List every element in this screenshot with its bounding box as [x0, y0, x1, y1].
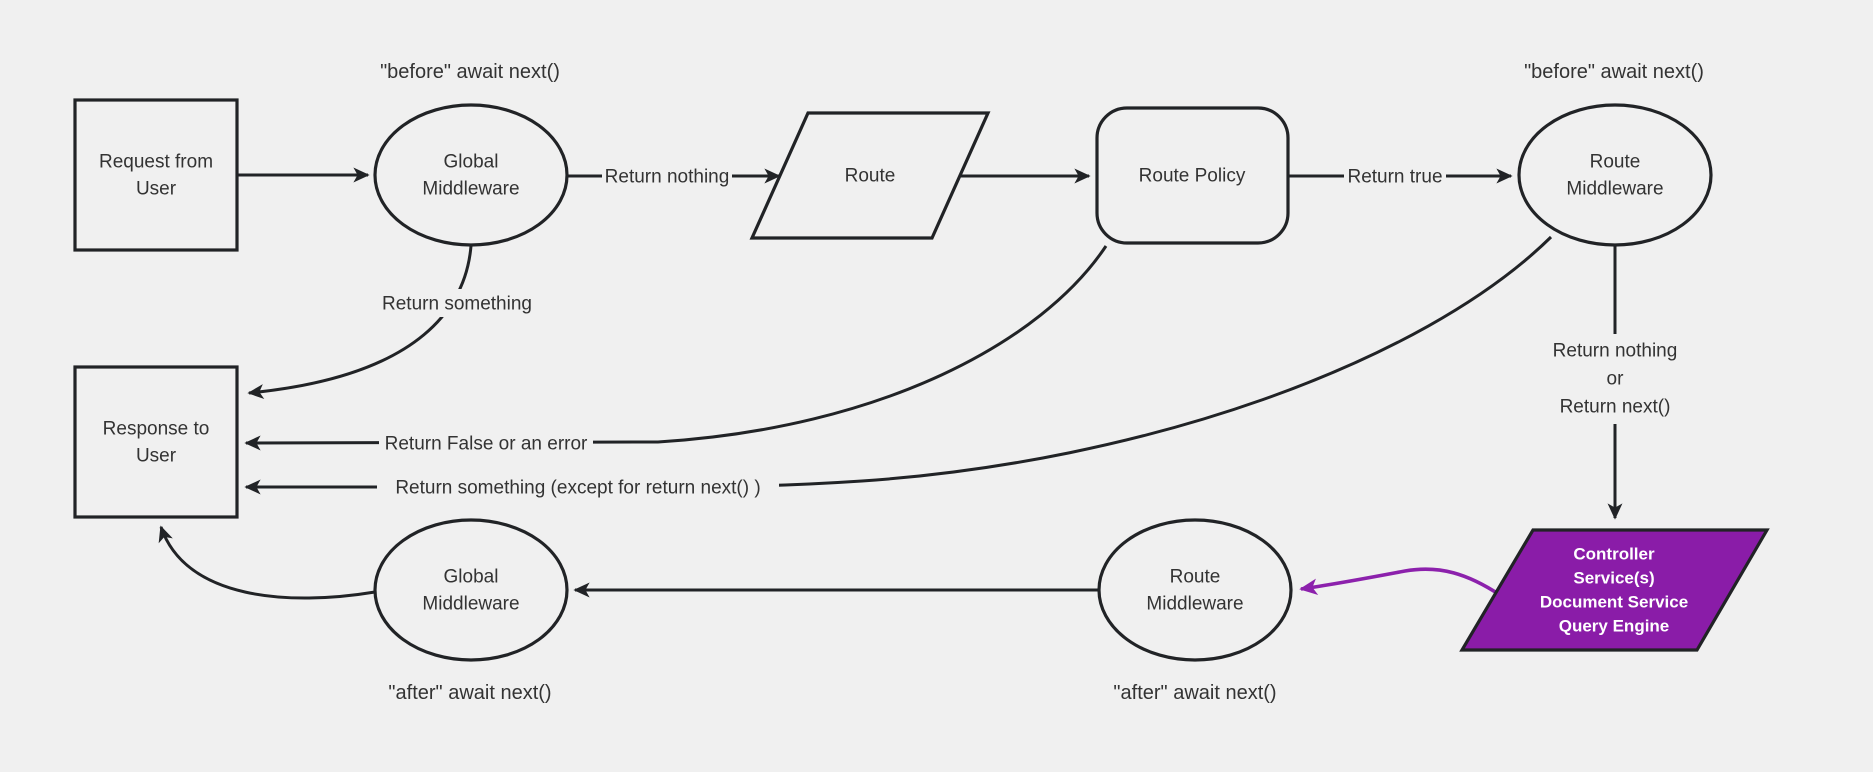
node-label: Global	[444, 152, 499, 173]
edge-label-text: Return nothing	[605, 167, 730, 188]
edge-label-text: Return nothing	[1553, 341, 1678, 362]
edge-global-middleware-to-response	[247, 245, 473, 400]
edge-label-return-nothing-or-next: Return nothing or Return next()	[1528, 334, 1702, 424]
node-controller-services: Controller Service(s) Document Service Q…	[1459, 528, 1770, 652]
node-label: Middleware	[1146, 594, 1243, 615]
response-to-user-box	[73, 365, 239, 519]
node-request-from-user: Request from User	[73, 98, 239, 252]
annotation-before-await-global: "before" await next()	[380, 61, 560, 83]
edge-label-bg	[379, 429, 593, 457]
edge-label-text: Return False or an error	[385, 434, 588, 455]
global-middleware-top-ellipse	[373, 103, 569, 247]
request-from-user-box	[73, 98, 239, 252]
node-label: Middleware	[1566, 179, 1663, 200]
node-label: Route	[1170, 567, 1221, 588]
node-route: Route	[749, 111, 991, 240]
node-label: Service(s)	[1573, 569, 1654, 588]
edge-label-bg	[1344, 162, 1446, 190]
global-middleware-bottom-ellipse	[373, 518, 569, 662]
node-route-policy: Route Policy	[1095, 106, 1290, 245]
node-label: Global	[444, 567, 499, 588]
edge-label-text: Return something (except for return next…	[395, 478, 760, 499]
node-route-middleware-top: Route Middleware	[1517, 103, 1713, 247]
node-label: Document Service	[1540, 593, 1688, 612]
node-label: Response to	[103, 419, 210, 440]
edge-label-bg	[382, 289, 532, 317]
edge-label-text: Return something	[382, 294, 532, 315]
edge-controller-to-route-middleware-bottom	[1299, 567, 1501, 597]
controller-services-parallelogram	[1459, 528, 1770, 652]
node-label: Route Policy	[1139, 166, 1246, 187]
edge-label-bg	[602, 162, 732, 190]
node-label: User	[136, 446, 177, 467]
annotation-before-await-route: "before" await next()	[1524, 61, 1704, 83]
route-middleware-top-ellipse	[1517, 103, 1713, 247]
edge-label-return-something: Return something	[382, 289, 532, 317]
node-response-to-user: Response to User	[73, 365, 239, 519]
node-label: User	[136, 179, 177, 200]
edge-label-text: Return next()	[1560, 397, 1671, 418]
node-label: Route	[845, 166, 896, 187]
edge-label-bg	[377, 473, 779, 501]
node-label: Middleware	[422, 594, 519, 615]
node-label: Controller	[1573, 545, 1655, 564]
annotation-after-await-route: "after" await next()	[1113, 682, 1276, 704]
node-route-middleware-bottom: Route Middleware	[1097, 518, 1293, 662]
edge-label-return-false-or-error: Return False or an error	[379, 429, 593, 457]
edge-label-return-something-except: Return something (except for return next…	[377, 473, 779, 501]
annotation-after-await-global: "after" await next()	[388, 682, 551, 704]
node-label: Middleware	[422, 179, 519, 200]
node-global-middleware-bottom: Global Middleware	[373, 518, 569, 662]
node-label: Query Engine	[1559, 617, 1670, 636]
edge-label-text: Return true	[1347, 167, 1442, 188]
edge-label-return-nothing: Return nothing	[602, 162, 732, 190]
edge-label-text: or	[1607, 369, 1625, 390]
node-label: Request from	[99, 152, 213, 173]
node-global-middleware-top: Global Middleware	[373, 103, 569, 247]
edge-label-bg	[1528, 334, 1702, 424]
edge-global-middleware-bottom-to-response	[158, 525, 376, 600]
edge-route-policy-to-response	[244, 245, 1108, 451]
route-policy-box	[1095, 106, 1290, 245]
node-label: Route	[1590, 152, 1641, 173]
route-parallelogram	[749, 111, 991, 240]
edge-label-return-true: Return true	[1344, 162, 1446, 190]
route-middleware-bottom-ellipse	[1097, 518, 1293, 662]
